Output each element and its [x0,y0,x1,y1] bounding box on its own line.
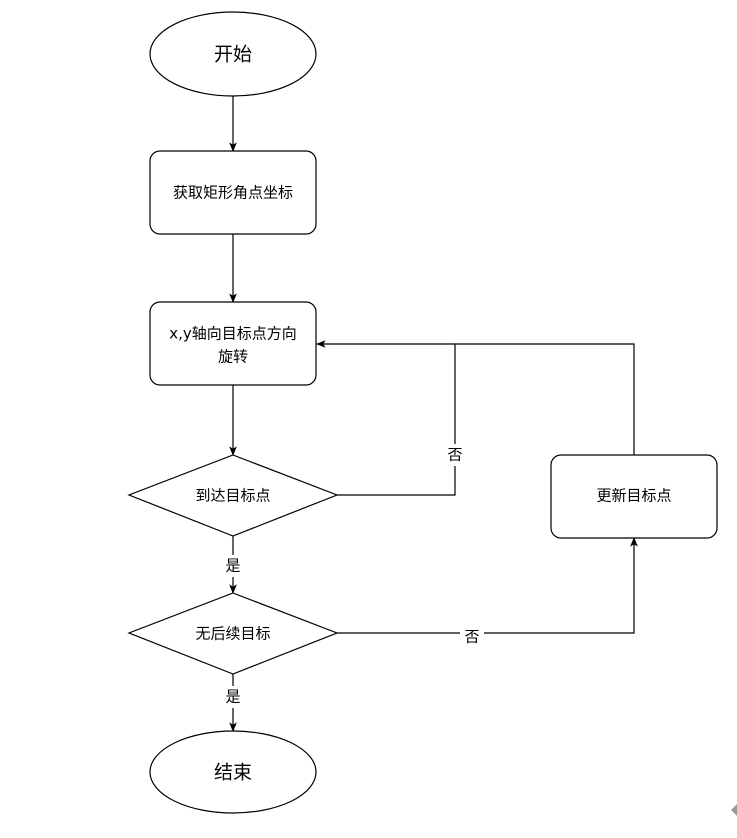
edge-label-no-more-no: 否 [460,625,484,647]
edge-label-reached-yes: 是 [221,555,245,577]
edge-label-no-more-yes: 是 [221,686,245,708]
node-update-target: 更新目标点 [550,454,718,539]
edge-label-reached-no-text: 否 [447,446,462,464]
node-reached-target: 到达目标点 [127,454,339,537]
node-update-target-label: 更新目标点 [596,487,671,505]
edge-no-more-no-to-update [337,537,638,634]
node-reached-target-label: 到达目标点 [195,487,270,505]
edge-label-no-more-yes-text: 是 [225,688,240,706]
node-get-corners-label: 获取矩形角点坐标 [173,184,293,202]
node-get-corners: 获取矩形角点坐标 [149,150,317,235]
node-rotate-label-line2: 旋转 [218,348,248,366]
node-no-more-targets: 无后续目标 [127,592,339,675]
edge-label-reached-yes-text: 是 [225,557,240,575]
edge-label-reached-no: 否 [443,444,467,466]
node-rotate: x,y轴向目标点方向 旋转 [149,301,317,386]
node-start-label: 开始 [214,44,252,66]
node-rotate-label-line1: x,y轴向目标点方向 [169,325,297,343]
node-end: 结束 [149,730,317,814]
edge-label-no-more-no-text: 否 [464,628,479,646]
edge-reached-no-to-rotate [316,340,456,496]
node-end-label: 结束 [214,762,252,784]
node-start: 开始 [149,11,317,97]
corner-handle-icon[interactable] [731,804,737,816]
edge-update-to-rotate [455,343,635,455]
node-no-more-targets-label: 无后续目标 [195,625,270,643]
